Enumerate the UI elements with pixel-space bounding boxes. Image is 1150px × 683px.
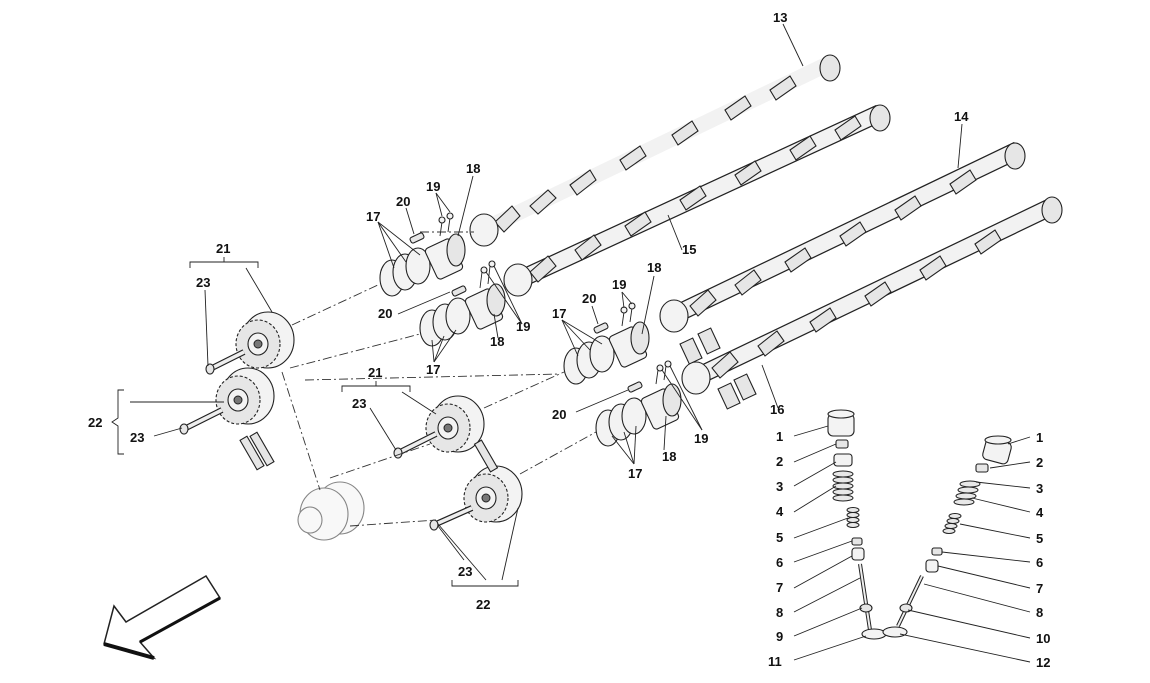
label-valve-7-right: 7 — [1036, 581, 1043, 596]
label-valve-6-right: 6 — [1036, 555, 1043, 570]
label-23: 23 — [458, 564, 472, 579]
label-22: 22 — [476, 597, 490, 612]
variator-gear-lower-left[interactable] — [215, 367, 275, 425]
alignment-lines — [281, 231, 597, 527]
label-21: 21 — [216, 241, 230, 256]
label-21: 21 — [368, 365, 382, 380]
label-17: 17 — [628, 466, 642, 481]
front-direction-arrow-icon — [103, 574, 222, 660]
idler-gear-cluster — [297, 481, 365, 541]
label-valve-5-right: 5 — [1036, 531, 1043, 546]
label-20: 20 — [396, 194, 410, 209]
label-valve-8-left: 8 — [776, 605, 783, 620]
camshaft-16[interactable] — [681, 196, 1063, 395]
label-valve-10-right: 10 — [1036, 631, 1050, 646]
label-valve-7-left: 7 — [776, 580, 783, 595]
label-valve-9-left: 9 — [776, 629, 783, 644]
label-20: 20 — [582, 291, 596, 306]
bolt-23-lower[interactable] — [179, 407, 224, 435]
label-valve-12-right: 12 — [1036, 655, 1050, 670]
label-14: 14 — [954, 109, 969, 124]
seal-ring-set-lower-right[interactable] — [595, 360, 682, 447]
label-19: 19 — [426, 179, 440, 194]
label-valve-3-left: 3 — [776, 479, 783, 494]
label-valve-2-right: 2 — [1036, 455, 1043, 470]
label-23: 23 — [130, 430, 144, 445]
label-valve-4-left: 4 — [776, 504, 784, 519]
label-20: 20 — [378, 306, 392, 321]
label-18: 18 — [466, 161, 480, 176]
label-20: 20 — [552, 407, 566, 422]
variator-gear-lower-middle[interactable] — [463, 465, 523, 523]
variator-gear-middle[interactable] — [425, 395, 485, 453]
label-18: 18 — [490, 334, 504, 349]
label-valve-11-left: 11 — [768, 654, 782, 669]
label-23: 23 — [352, 396, 366, 411]
label-valve-4-right: 4 — [1036, 505, 1044, 520]
label-valve-8-right: 8 — [1036, 605, 1043, 620]
label-15: 15 — [682, 242, 696, 257]
camshaft-13[interactable] — [469, 54, 841, 247]
label-19: 19 — [612, 277, 626, 292]
label-13: 13 — [773, 10, 787, 25]
label-18: 18 — [662, 449, 676, 464]
bolt-23-upper[interactable] — [205, 349, 246, 375]
leader-lines — [111, 23, 1031, 663]
part-number-labels: 13 14 15 16 17 20 19 18 20 19 18 17 17 2… — [88, 10, 1050, 670]
timing-chain-links — [239, 431, 499, 473]
label-valve-3-right: 3 — [1036, 481, 1043, 496]
valve-assembly-left[interactable] — [827, 409, 887, 640]
seal-ring-set-upper-left[interactable] — [379, 212, 466, 297]
label-valve-1-left: 1 — [776, 429, 783, 444]
label-valve-6-left: 6 — [776, 555, 783, 570]
camshaft-15[interactable] — [503, 104, 891, 297]
label-17: 17 — [552, 306, 566, 321]
label-17: 17 — [366, 209, 380, 224]
valve-assembly-right[interactable] — [882, 435, 1012, 638]
variator-gear-upper-left[interactable] — [235, 311, 295, 369]
label-valve-1-right: 1 — [1036, 430, 1043, 445]
label-valve-2-left: 2 — [776, 454, 783, 469]
label-19: 19 — [694, 431, 708, 446]
tappet-cluster — [679, 327, 757, 410]
label-valve-5-left: 5 — [776, 530, 783, 545]
label-16: 16 — [770, 402, 784, 417]
label-17: 17 — [426, 362, 440, 377]
label-19: 19 — [516, 319, 530, 334]
label-23: 23 — [196, 275, 210, 290]
label-18: 18 — [647, 260, 661, 275]
label-22: 22 — [88, 415, 102, 430]
camshaft-14[interactable] — [659, 141, 1026, 333]
seal-ring-set-upper-right[interactable] — [563, 302, 650, 385]
bolt-23-bottom[interactable] — [429, 505, 474, 531]
